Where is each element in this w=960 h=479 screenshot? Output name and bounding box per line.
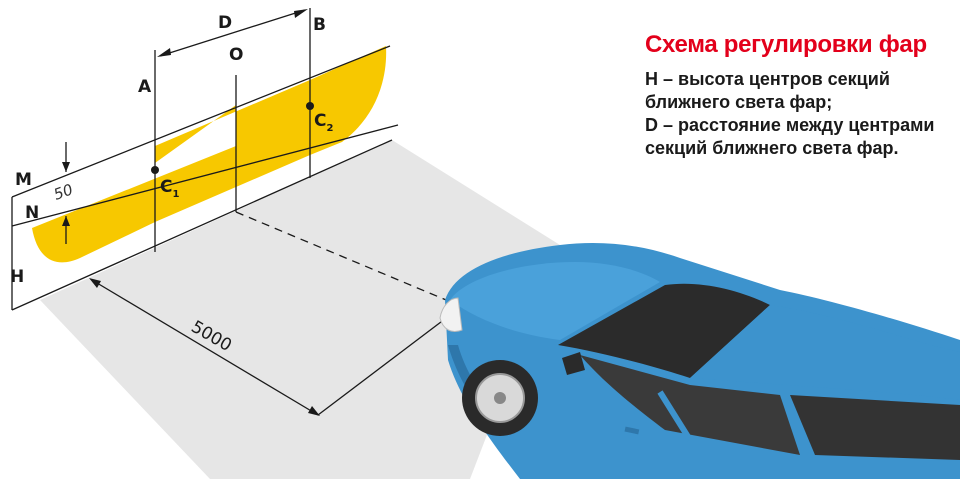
arrowhead-50-top xyxy=(62,162,70,172)
label-A: A xyxy=(138,77,152,97)
arrowheads xyxy=(62,9,320,416)
label-50: 50 xyxy=(51,180,75,203)
car-windshield xyxy=(558,283,770,378)
arrowhead-5000-left xyxy=(89,278,101,288)
dimension-5000 xyxy=(91,279,319,416)
car-roof xyxy=(690,305,960,400)
label-M: M xyxy=(15,170,32,190)
car-mirror xyxy=(562,352,585,375)
legend-panel: Схема регулировки фар H – высота центров… xyxy=(645,30,957,160)
label-D: D xyxy=(218,13,232,33)
legend-line-2: ближнего света фар; xyxy=(645,92,833,112)
legend-line-3: D – расстояние между центрами xyxy=(645,115,935,135)
label-H: H xyxy=(10,267,24,287)
center-axis xyxy=(235,211,471,311)
line-N xyxy=(11,124,399,227)
road-surface xyxy=(40,140,560,479)
arrowhead-5000-right xyxy=(308,406,320,416)
car-hood xyxy=(450,262,660,340)
label-N: N xyxy=(25,203,39,223)
line-M xyxy=(11,45,391,198)
label-C2: C2 xyxy=(314,111,333,134)
arrowhead-D-left xyxy=(157,48,171,57)
beam-fill xyxy=(32,46,387,263)
label-O: O xyxy=(229,45,243,65)
car-headlight xyxy=(439,297,463,332)
car-door-handle xyxy=(624,426,640,435)
line-bottom xyxy=(11,139,393,311)
car-wheel-hub xyxy=(494,392,506,404)
point-C2 xyxy=(306,102,314,110)
legend-title: Схема регулировки фар xyxy=(645,31,927,58)
car-side-window xyxy=(580,355,800,455)
label-C1: C1 xyxy=(160,177,179,200)
car-illustration xyxy=(439,242,960,479)
legend-line-1: H – высота центров секций xyxy=(645,69,890,89)
arrowhead-50-bottom xyxy=(62,216,70,226)
car-pillar xyxy=(657,390,693,442)
dimension-D xyxy=(159,9,306,57)
arrowhead-D-right xyxy=(294,9,308,18)
point-C1 xyxy=(151,166,159,174)
car-rear-window xyxy=(790,395,960,460)
legend-line-4: секций ближнего света фар. xyxy=(645,138,899,158)
label-B: B xyxy=(313,15,326,35)
